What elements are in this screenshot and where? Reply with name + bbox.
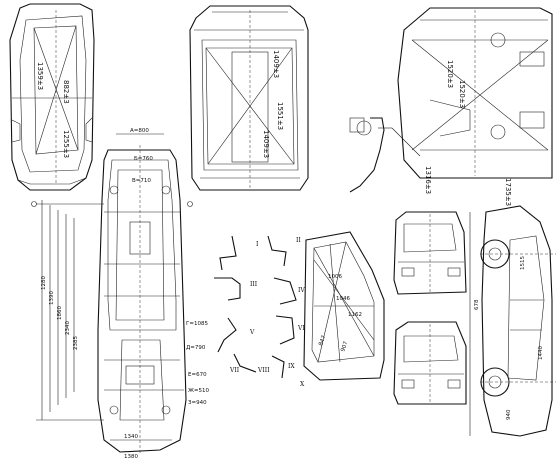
front-end-dim-1: 1520±3: [446, 60, 454, 88]
floor-bottom-dim-2: 1380: [124, 454, 138, 460]
front-end-dim-4: 1735±3: [504, 178, 512, 206]
front-end-view: 1520±3 1520±3 1316±3 1735±3: [397, 7, 553, 206]
door-dim-4: 847: [318, 334, 327, 346]
section-label-7: VII: [229, 367, 240, 374]
front-dim-diagonal: 1409±3: [262, 130, 270, 158]
floor-plan-view: A=800 Б=760 В=710 Г=1085 Д=790 Е=670 Ж=5…: [31, 128, 210, 460]
door-dim-1: 1006: [328, 274, 342, 280]
section-label-9: IX: [288, 363, 295, 370]
front-dim-upper: 1409±3: [272, 50, 280, 78]
floor-top-dim-a: A=800: [130, 128, 149, 134]
section-label-5: V: [249, 329, 255, 336]
rear-dim-height: 1359±3: [36, 62, 44, 90]
door-opening-view: 1006 1046 1162 847 907: [303, 231, 385, 381]
section-label-8: VIII: [257, 367, 270, 374]
front-dim-lower: 1551±3: [276, 102, 284, 130]
side-dim-4: 940: [506, 409, 512, 420]
rear-dim-width: 882±3: [62, 80, 70, 104]
side-dim-2: 678: [474, 299, 480, 310]
floor-side-dim-g: Г=1085: [186, 321, 208, 327]
front-end-dim-3: 1316±3: [424, 166, 432, 194]
door-dim-5: 907: [340, 340, 349, 352]
section-profiles: I II III IV V VI VII VIII IX X: [214, 235, 305, 388]
floor-left-dim-4: 2340: [65, 321, 71, 335]
rear-dim-diagonal: 1255±3: [62, 130, 70, 158]
front-opening-view: 1409±3 1551±3 1409±3: [189, 5, 309, 191]
side-dim-1: 1515: [520, 256, 526, 270]
floor-side-dim-e: Е=670: [188, 372, 207, 378]
car-rear-view: [393, 321, 467, 405]
floor-side-dim-d: Д=790: [186, 345, 206, 351]
section-label-1: I: [256, 241, 259, 248]
floor-side-dim-z: З=940: [188, 400, 207, 406]
section-label-2: II: [296, 237, 301, 244]
floor-left-dim-2: 1390: [49, 291, 55, 305]
rear-opening-view: 1359±3 882±3 1255±3: [9, 3, 95, 191]
section-label-4: IV: [298, 287, 305, 294]
side-dim-3: 1440: [538, 346, 544, 360]
floor-top-dim-b: Б=760: [134, 156, 153, 162]
door-dim-2: 1046: [336, 296, 350, 302]
floor-left-dim-5: 2385: [73, 336, 79, 350]
car-front-view: [393, 211, 467, 295]
floor-left-dim-3: 1860: [57, 306, 63, 320]
floor-left-dim-1: 1280: [41, 276, 47, 290]
car-side-view: 1515 678 1440 940: [469, 205, 556, 437]
floor-top-dim-c: В=710: [132, 178, 151, 184]
door-dim-3: 1162: [348, 312, 362, 318]
floor-side-dim-zh: Ж=510: [188, 388, 210, 394]
section-label-10: X: [300, 381, 305, 388]
section-label-3: III: [250, 281, 258, 288]
section-label-6: VI: [297, 325, 305, 332]
floor-bottom-dim-1: 1340: [124, 434, 138, 440]
hinge-detail: [349, 117, 421, 193]
front-end-dim-2: 1520±3: [458, 80, 466, 108]
